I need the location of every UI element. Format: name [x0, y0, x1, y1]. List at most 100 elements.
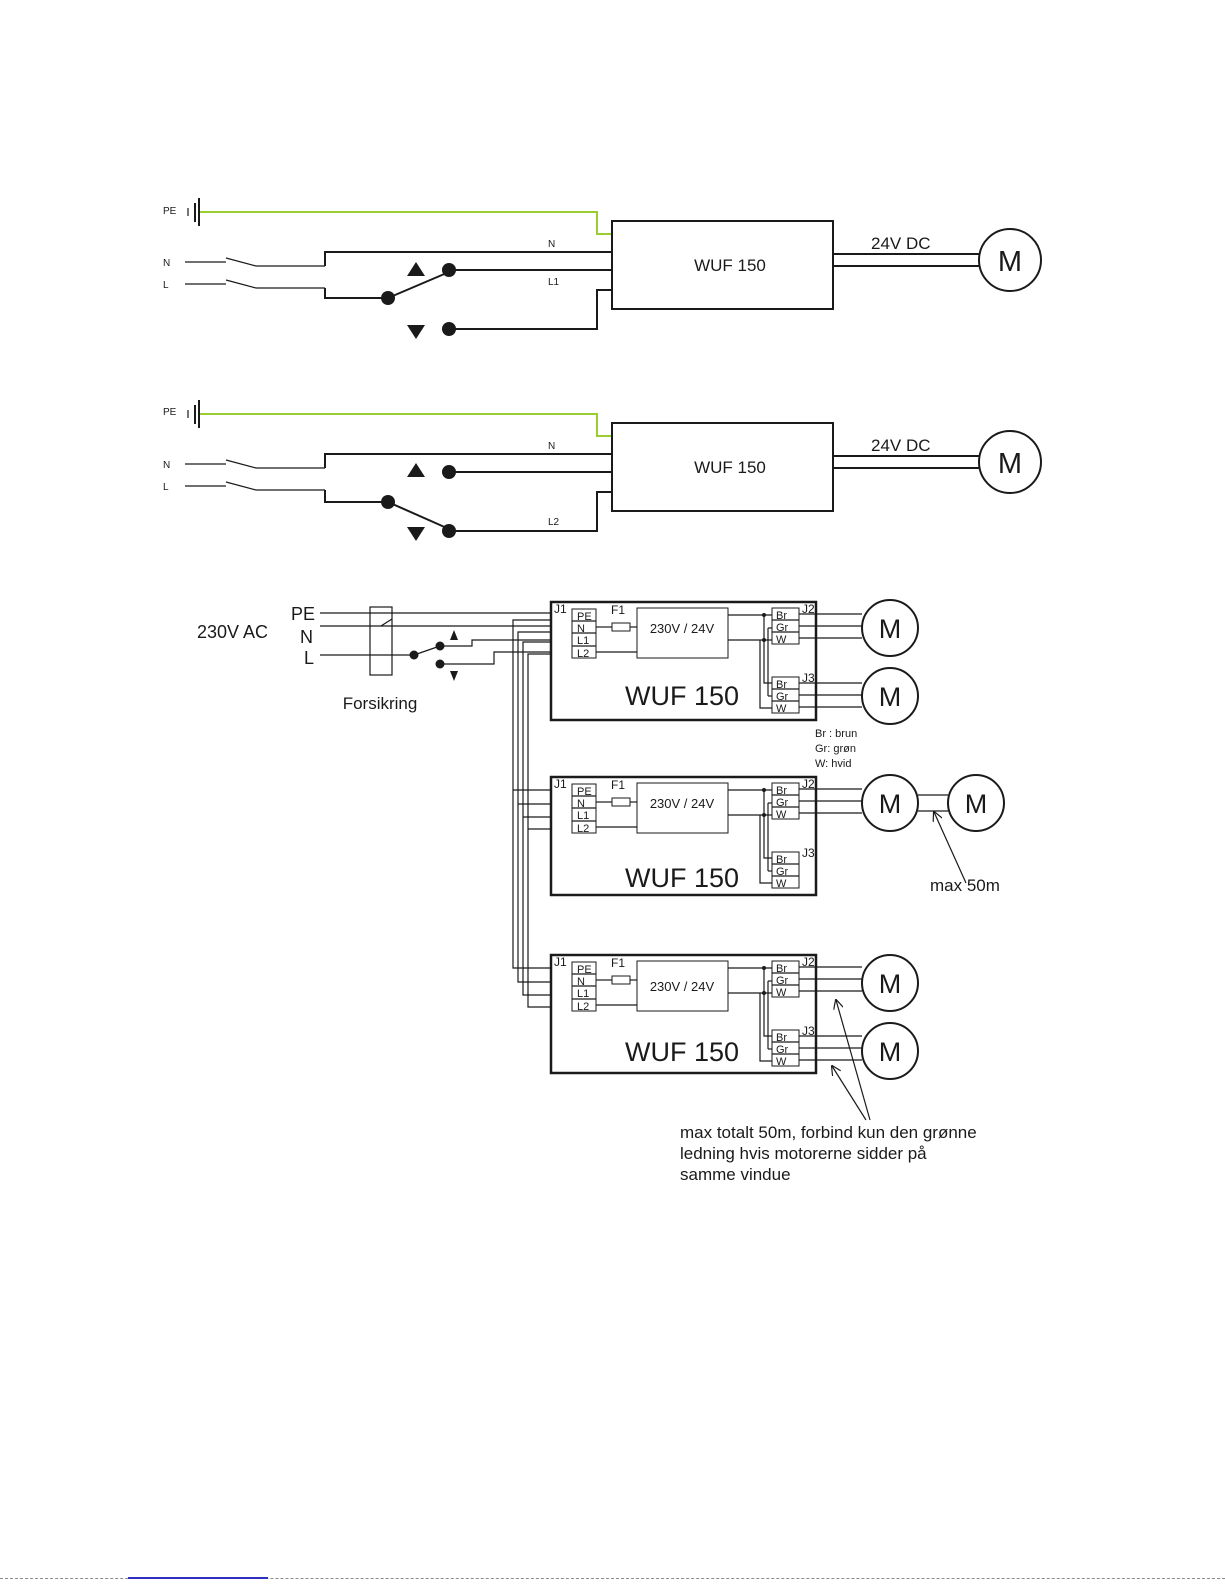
l-wire — [324, 490, 388, 503]
output-label: 24V DC — [871, 234, 931, 253]
terminal-n: N — [577, 976, 585, 988]
up-arrow-icon — [450, 630, 458, 640]
pe-label: PE — [163, 407, 177, 418]
motor-j3-label: M — [879, 682, 902, 712]
j2-gr: Gr — [776, 797, 789, 809]
up-arrow-icon — [407, 262, 425, 276]
down-arrow-icon — [450, 671, 458, 681]
terminal-l1: L1 — [577, 635, 589, 647]
motor-label: M — [998, 246, 1022, 278]
supply-label: 230V AC — [197, 622, 268, 642]
motor-circle — [978, 430, 1042, 494]
fuse-box — [369, 606, 393, 676]
j2-br: Br — [776, 963, 787, 975]
footnote-link-line — [128, 1577, 268, 1579]
bus-pe — [512, 619, 552, 969]
motor-j3 — [861, 667, 919, 725]
n-label: N — [300, 627, 313, 647]
fuse-f1 — [611, 622, 631, 632]
transformer-box — [636, 782, 729, 834]
max-total-arrow-2 — [832, 1066, 867, 1121]
controller-label: WUF 150 — [694, 256, 766, 275]
j1-label: J1 — [554, 777, 567, 791]
l-label: L — [163, 280, 169, 291]
up-arrow-icon — [407, 463, 425, 477]
page-bottom-rule — [0, 1578, 1225, 1579]
diagram-2: PE N L N L2 WUF 150 — [163, 400, 1042, 541]
l-label: L — [304, 648, 314, 668]
transformer-label: 230V / 24V — [650, 621, 715, 636]
fuse-label: Forsikring — [343, 694, 418, 713]
l2-wire — [449, 491, 612, 532]
bus-l1 — [522, 641, 552, 996]
wire-n-label: N — [548, 441, 555, 452]
n-wire — [324, 251, 612, 266]
main-switch — [185, 257, 325, 289]
legend-gr: Gr: grøn — [815, 743, 856, 755]
terminal-l1: L1 — [577, 810, 589, 822]
down-arrow-icon — [407, 325, 425, 339]
output-label: 24V DC — [871, 436, 931, 455]
max-total-note-line-2: ledning hvis motorerne sidder på — [680, 1144, 927, 1163]
down-arrow-icon — [407, 527, 425, 541]
switch-lever — [387, 271, 450, 299]
n-label: N — [163, 460, 170, 471]
fuse-f1 — [611, 975, 631, 985]
controller-box — [549, 600, 818, 722]
terminal-n: N — [577, 623, 585, 635]
controller-unit-3: J1 F1 PE N L1 L2 230V / 24V Br Gr W J2 — [549, 953, 919, 1080]
motor-j2 — [861, 599, 919, 657]
pe-label: PE — [163, 206, 177, 217]
terminal-pe: PE — [577, 786, 592, 798]
j2-w: W — [776, 987, 787, 999]
switch-lever — [413, 645, 441, 656]
transformer-box — [636, 607, 729, 659]
l-wire — [324, 288, 388, 299]
terminal-l1: L1 — [577, 988, 589, 1000]
max-50m-arrow — [934, 812, 967, 884]
l2-wire — [449, 289, 612, 330]
diagram-3: 230V AC PE N L Forsikring J1 — [197, 599, 1005, 1184]
j3-terminal-block — [771, 851, 800, 889]
motor-j2 — [861, 954, 919, 1012]
wire-n-label: N — [548, 239, 555, 250]
max-total-note-line-3: samme vindue — [680, 1165, 791, 1184]
max-total-note-line-1: max totalt 50m, forbind kun den grønne — [680, 1123, 977, 1142]
motor-j2b-label: M — [965, 789, 988, 819]
j3-br: Br — [776, 679, 787, 691]
motor-label: M — [998, 448, 1022, 480]
j3-label: J3 — [802, 671, 815, 685]
terminal-l2: L2 — [577, 823, 589, 835]
j2-label: J2 — [802, 955, 815, 969]
j2-gr: Gr — [776, 975, 789, 987]
j2-w: W — [776, 634, 787, 646]
j3-gr: Gr — [776, 691, 789, 703]
max-50m-note: max 50m — [930, 876, 1000, 895]
ground-icon — [187, 198, 200, 226]
j2-label: J2 — [802, 777, 815, 791]
fuse-contact — [380, 618, 393, 627]
j3-label: J3 — [802, 846, 815, 860]
j3-w: W — [776, 1056, 787, 1068]
controller-label: WUF 150 — [694, 458, 766, 477]
n-label: N — [163, 258, 170, 269]
controller-unit-2: J1 F1 PE N L1 L2 230V / 24V Br Gr W J2 — [549, 774, 1005, 897]
j2-gr: Gr — [776, 622, 789, 634]
max-total-arrow-1 — [836, 1000, 871, 1121]
motor-circle — [978, 228, 1042, 292]
l1-supply-wire — [440, 639, 552, 647]
motor-j2 — [861, 774, 919, 832]
j3-w: W — [776, 703, 787, 715]
f1-label: F1 — [611, 956, 625, 970]
terminal-pe: PE — [577, 611, 592, 623]
j3-br: Br — [776, 1032, 787, 1044]
main-switch — [185, 459, 325, 491]
motor-j3-label: M — [879, 1037, 902, 1067]
controller-box — [549, 953, 818, 1075]
transformer-label: 230V / 24V — [650, 796, 715, 811]
terminal-n: N — [577, 798, 585, 810]
j3-label: J3 — [802, 1024, 815, 1038]
unit-title: WUF 150 — [625, 681, 739, 711]
motor-j3 — [861, 1022, 919, 1080]
wire-l-label: L2 — [548, 517, 560, 528]
